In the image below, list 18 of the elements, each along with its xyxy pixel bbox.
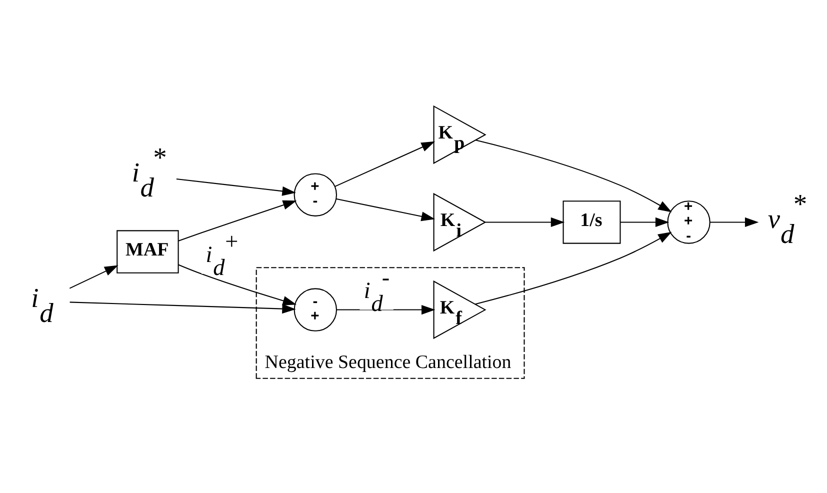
arrow bbox=[70, 302, 296, 314]
arrow bbox=[476, 140, 672, 212]
arrow bbox=[710, 217, 759, 228]
arrow bbox=[486, 217, 565, 228]
arrow bbox=[336, 304, 436, 315]
arrow bbox=[69, 265, 118, 289]
arrow bbox=[336, 198, 436, 222]
node-box: 1/s bbox=[562, 200, 621, 244]
arrow bbox=[620, 217, 670, 228]
arrow bbox=[178, 200, 297, 242]
node-circle: + + - bbox=[667, 200, 710, 244]
node-box: MAF bbox=[116, 230, 179, 274]
arrow bbox=[475, 232, 672, 305]
node-circle: - + bbox=[294, 288, 338, 332]
arrow bbox=[176, 178, 296, 196]
node-circle: + - bbox=[294, 173, 338, 216]
arrow bbox=[334, 141, 436, 187]
arrow bbox=[178, 264, 297, 306]
